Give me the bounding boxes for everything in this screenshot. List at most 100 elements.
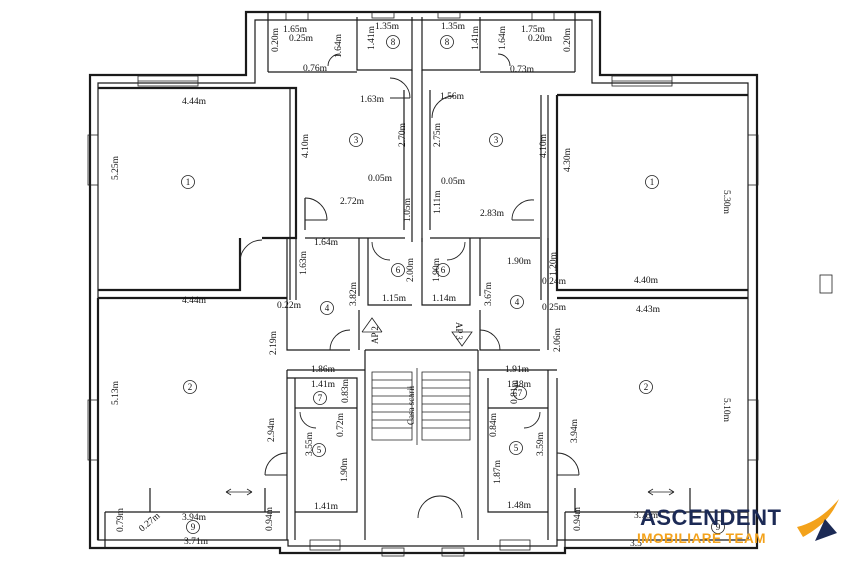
- dimension-label: 3.78m: [634, 511, 659, 521]
- dimension-label: 2.75m: [433, 122, 443, 147]
- room-number-circle: [312, 443, 326, 457]
- room-number-circle: [313, 391, 327, 405]
- room-number-marker: 1: [645, 175, 659, 189]
- dimension-label: 1.87m: [493, 459, 503, 484]
- dimension-label: 4.10m: [539, 133, 549, 158]
- room-number-text: 1: [650, 177, 655, 187]
- room-number-marker: 6: [391, 263, 405, 277]
- company-logo: ASCENDENT IMOBILIARE TEAM: [633, 497, 845, 563]
- room-number-marker: 9: [711, 520, 725, 534]
- room-number-text: 2: [188, 382, 193, 392]
- dimension-label: 1.63m: [299, 250, 309, 275]
- room-number-circle: [320, 301, 334, 315]
- dimension-label: 2.70m: [398, 122, 408, 147]
- dimension-label: 0.94m: [265, 506, 275, 531]
- room-number-text: 3: [494, 135, 499, 145]
- room-number-marker: 7: [313, 391, 327, 405]
- dimension-label: 1.11m: [433, 190, 443, 214]
- room-number-circle: [509, 441, 523, 455]
- dimension-label: 1.35m: [375, 22, 400, 32]
- room-number-circle: [183, 380, 197, 394]
- dimension-label: 3.59m: [536, 431, 546, 456]
- dimension-label: 1.41m: [367, 25, 377, 50]
- room-number-circle: [510, 295, 524, 309]
- dimension-label: 1.64m: [334, 33, 344, 58]
- room-number-marker: 4: [510, 295, 524, 309]
- room-number-circle: [711, 520, 725, 534]
- dimension-label: 4.30m: [563, 147, 573, 172]
- windows: [87, 11, 833, 557]
- room-number-marker: 2: [183, 380, 197, 394]
- dimension-label: 2.19m: [269, 330, 279, 355]
- apartment-label-right: AP 3: [454, 322, 464, 340]
- dimension-label: 3.55m: [305, 431, 315, 456]
- room-number-circle: [489, 133, 503, 147]
- room-number-circle: [639, 380, 653, 394]
- dimension-label: 0.84m: [489, 412, 499, 437]
- dimension-label: 1.35m: [441, 22, 466, 32]
- dimension-label: 1.91m: [505, 365, 530, 375]
- dimension-label: 1.65m: [283, 25, 308, 35]
- dimension-label: 5.13m: [111, 380, 121, 405]
- dimension-label: 1.15m: [382, 294, 407, 304]
- dimension-label: 1.14m: [432, 294, 457, 304]
- dimension-label: 1.64m: [498, 25, 508, 50]
- room-number-text: 5: [317, 445, 322, 455]
- dimension-label: 1.41m: [314, 502, 339, 512]
- room-number-marker: 3: [349, 133, 363, 147]
- room-number-text: 3: [354, 135, 359, 145]
- dimension-label: 4.40m: [634, 276, 659, 286]
- dimension-label: 4.44m: [182, 296, 207, 306]
- dimension-label: 4.43m: [636, 305, 661, 315]
- dimension-label: 0.05m: [441, 177, 466, 187]
- room-number-text: 9: [191, 522, 196, 532]
- dimension-label: 1.48m: [507, 501, 532, 511]
- dimension-label: 0.27m: [138, 511, 163, 534]
- room-number-text: 6: [396, 265, 401, 275]
- room-number-marker: 6: [436, 263, 450, 277]
- room-number-marker: 5: [509, 441, 523, 455]
- room-number-text: 4: [515, 297, 520, 307]
- stairs: Casa scarii AP 2 AP 3: [361, 317, 473, 445]
- room-number-circle: [436, 263, 450, 277]
- walls: [88, 10, 759, 555]
- room-number-circle: [440, 35, 454, 49]
- dimension-label: 2.83m: [480, 209, 505, 219]
- dimension-label: 0.20m: [271, 27, 281, 52]
- stair-label: Casa scarii: [406, 385, 416, 425]
- room-number-text: 7: [318, 393, 323, 403]
- room-number-text: 9: [716, 522, 721, 532]
- dimension-label: 3.67m: [484, 281, 494, 306]
- logo-line-1: ASCENDENT: [640, 505, 782, 530]
- room-number-text: 7: [518, 388, 523, 398]
- room-number-marker: 8: [440, 35, 454, 49]
- dimension-label: 0.73m: [510, 65, 535, 75]
- logo-swoosh-icon: [797, 499, 839, 541]
- room-number-marker: 8: [386, 35, 400, 49]
- room-number-text: 6: [441, 265, 446, 275]
- room-number-circle: [181, 175, 195, 189]
- dimension-label: 3.5: [630, 539, 642, 549]
- dimension-label: 4.10m: [301, 133, 311, 158]
- dimension-label: 0.72m: [336, 412, 346, 437]
- room-number-text: 5: [514, 443, 519, 453]
- dimension-label: 0.25m: [542, 303, 567, 313]
- dimension-label: 1.90m: [507, 257, 532, 267]
- room-number-marker: 1: [181, 175, 195, 189]
- dimension-label: 3.82m: [349, 281, 359, 306]
- dimension-label: 1.56m: [440, 92, 465, 102]
- room-number-text: 1: [186, 177, 191, 187]
- room-number-marker: 7: [513, 386, 527, 400]
- dimension-label: 3.94m: [570, 418, 580, 443]
- dimension-label: 1.41m: [471, 25, 481, 50]
- dimension-label: 1.90m: [432, 257, 442, 282]
- logo-line-2: IMOBILIARE TEAM: [637, 531, 766, 546]
- dimension-label: 1.20m: [549, 251, 559, 276]
- dimension-label: 1.05m: [403, 197, 413, 222]
- dimension-label: 1.41m: [311, 380, 336, 390]
- room-number-marker: 4: [320, 301, 334, 315]
- room-number-text: 8: [445, 37, 450, 47]
- room-number-circle: [349, 133, 363, 147]
- dimension-label: 0.25m: [289, 34, 314, 44]
